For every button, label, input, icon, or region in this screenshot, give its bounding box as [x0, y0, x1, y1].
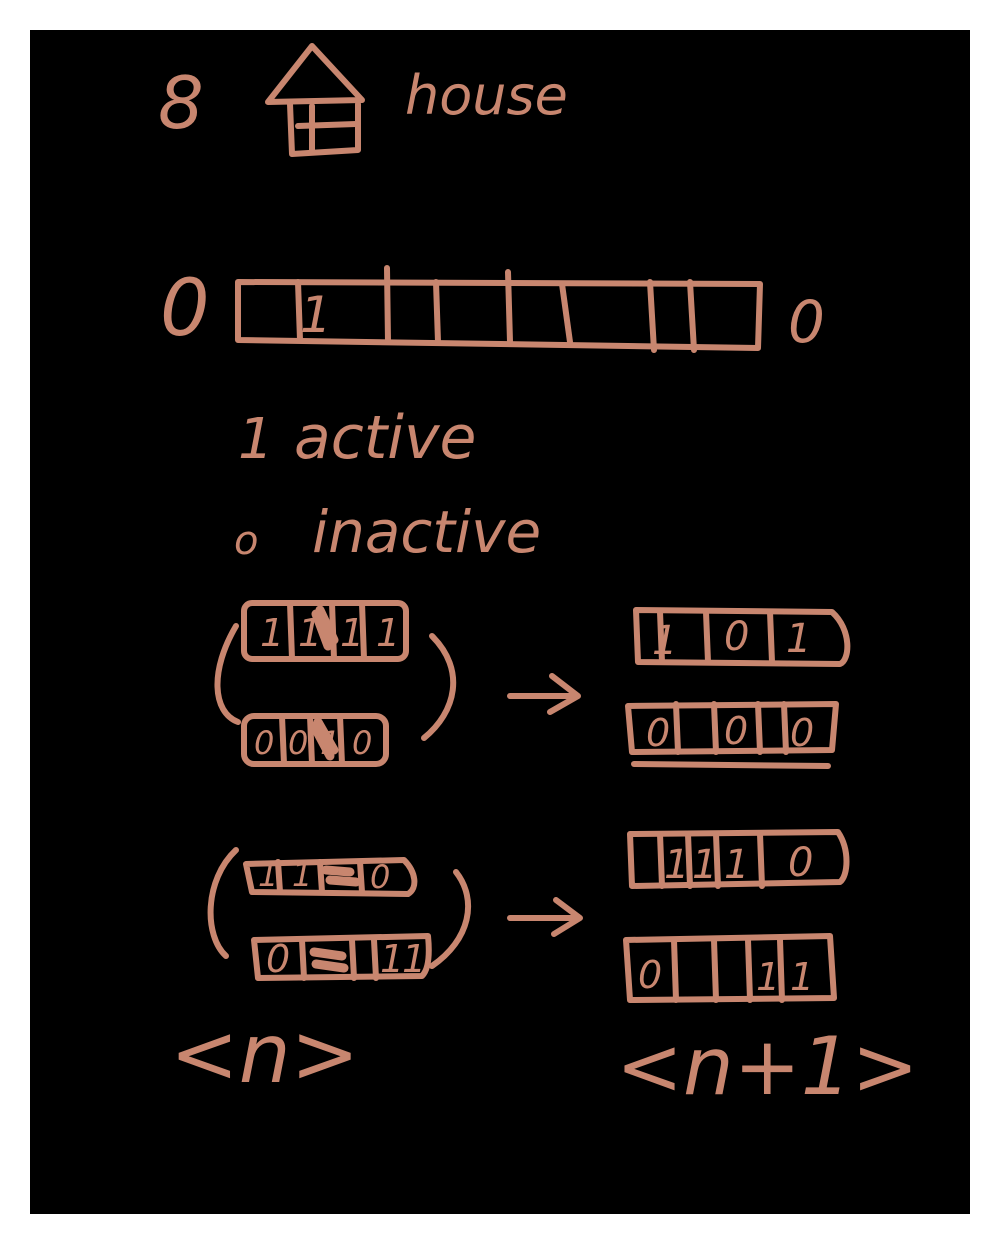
blackboard: 8 house 0 1 0 1 active o inactive: [30, 30, 970, 1214]
ex1-in-top-2: 1: [298, 611, 322, 655]
sketch: 8 house 0 1 0 1 active o inactive: [158, 43, 919, 1113]
ex2-out-top-2: 1: [692, 842, 717, 888]
ex2-out-top-1: 1: [664, 842, 689, 888]
ex1-out-bot-3: 0: [790, 711, 814, 755]
ex2-in-bot-1: 0: [266, 937, 290, 981]
row-left-end: 0: [160, 264, 210, 354]
ex1-out-top-2: 0: [724, 614, 749, 660]
ex2-in-top-2: 1: [292, 856, 312, 894]
cell-row: [235, 265, 763, 353]
ex1-in-bot-2: 0: [288, 724, 308, 762]
label-n: <n>: [170, 1007, 359, 1102]
header-count: 8: [158, 61, 204, 145]
row-cell-1: 1: [300, 286, 332, 344]
header-word: house: [405, 64, 568, 127]
ex1-in-bot-4: 0: [352, 724, 372, 762]
legend-text-2: inactive: [312, 498, 541, 566]
example-1-output: [625, 607, 851, 769]
ex2-out-top-3: 1: [724, 842, 749, 888]
label-n-plus-1: <n+1>: [616, 1020, 919, 1113]
ex1-out-bot-2: 0: [724, 709, 748, 753]
example-2-output: [623, 829, 850, 1003]
arrow-right-icon: [507, 673, 581, 715]
ex2-out-top-4: 0: [788, 840, 813, 886]
ex1-in-top-3: 1: [340, 611, 364, 655]
ex2-in-top-3: 0: [370, 858, 390, 896]
legend-digit-1: 1: [238, 407, 274, 472]
example-1-input: [214, 600, 457, 767]
ex2-out-bot-3: 1: [790, 955, 814, 999]
ex2-out-bot-2: 1: [756, 955, 780, 999]
arrow-right-icon: [507, 897, 583, 937]
house-icon: [265, 43, 365, 157]
ex1-out-top-3: 1: [786, 616, 811, 662]
ex1-in-top-4: 1: [376, 611, 400, 655]
ex2-in-top-1: 1: [258, 856, 278, 894]
ex1-in-top-1: 1: [260, 611, 284, 655]
ex1-in-bot-3: 1: [320, 724, 340, 762]
legend-text-1: active: [294, 403, 476, 473]
ex1-out-bot-1: 0: [646, 711, 670, 755]
example-2-input: [207, 847, 471, 981]
ex1-in-bot-1: 0: [254, 724, 274, 762]
ex2-in-bot-2: 1: [380, 937, 404, 981]
ex1-out-top-1: 1: [652, 618, 677, 664]
ex2-out-bot-1: 0: [638, 953, 662, 997]
ex2-in-bot-3: 1: [402, 937, 426, 981]
legend-digit-2: o: [234, 518, 258, 564]
row-right-end: 0: [788, 288, 825, 356]
